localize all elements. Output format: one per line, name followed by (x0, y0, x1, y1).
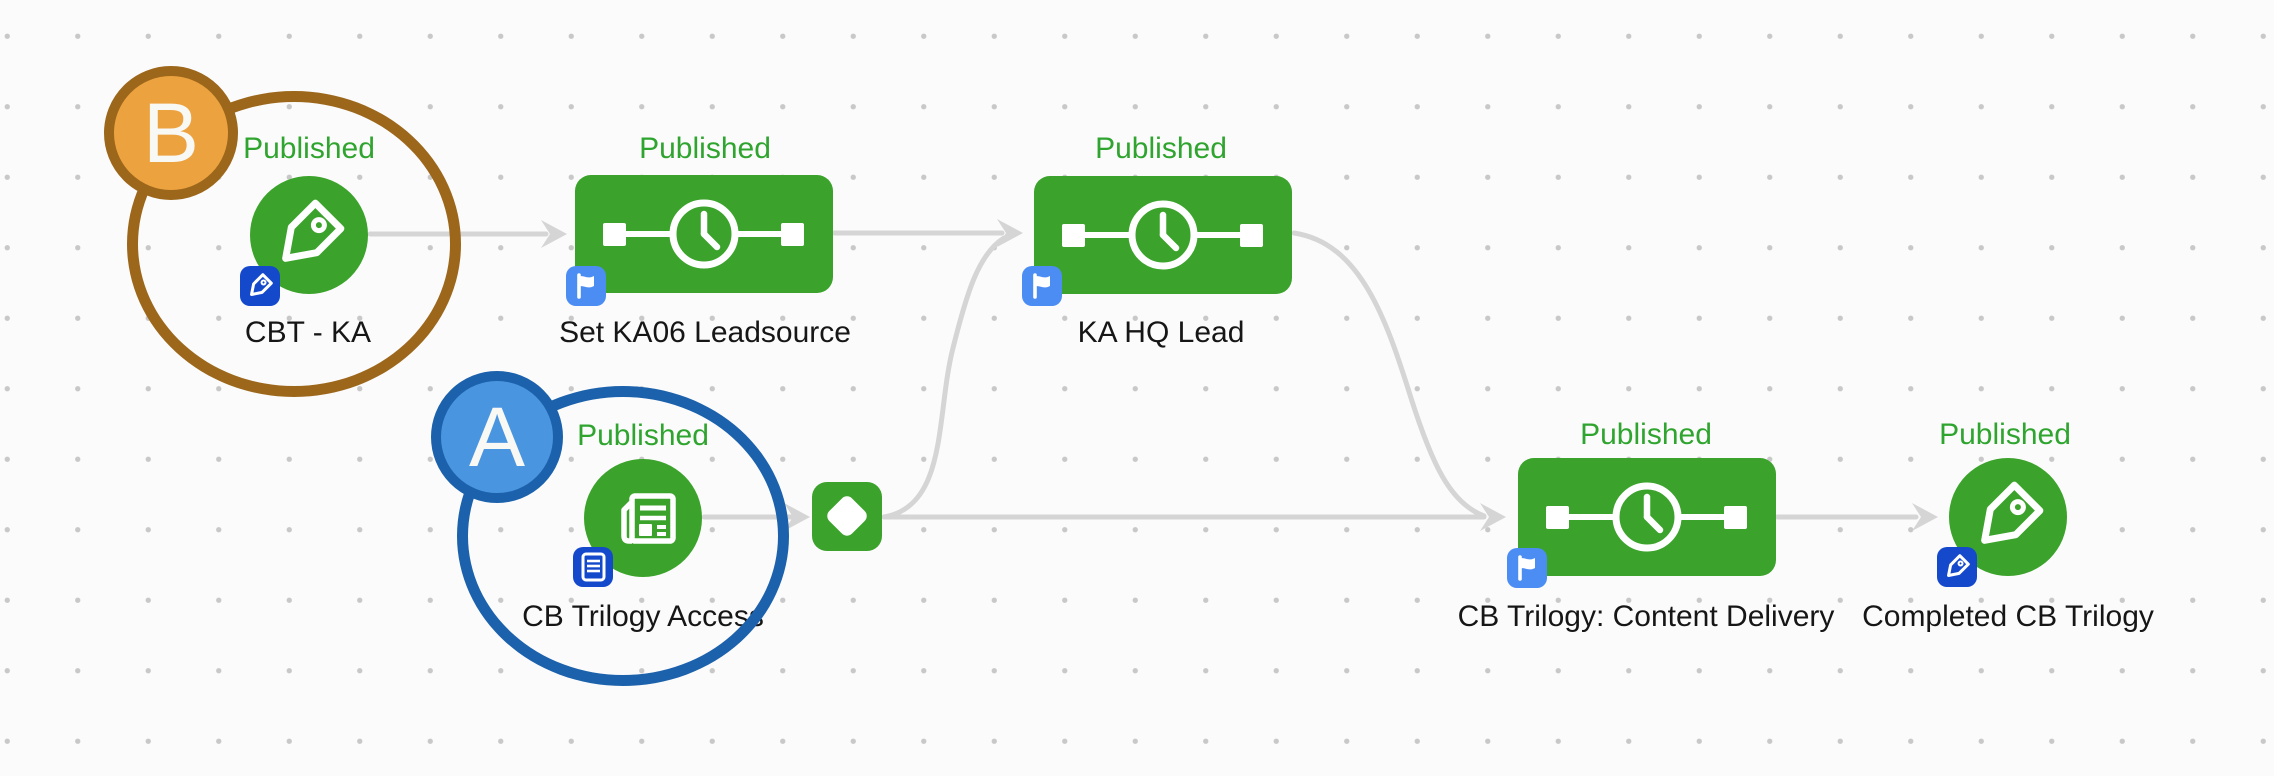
connector-arrowhead (541, 220, 567, 248)
node-label[interactable]: CBT - KA (244, 316, 372, 349)
flag-badge (566, 266, 606, 306)
flag-badge (1022, 266, 1062, 306)
tag-icon (250, 273, 273, 296)
newspaper-icon (621, 493, 676, 544)
connector-arrowhead (784, 503, 810, 531)
document-icon (581, 552, 606, 582)
node-sequence-cb-trilogy-content-delivery[interactable] (1518, 458, 1776, 576)
connector-curve (1291, 230, 1487, 519)
tag-icon (282, 199, 345, 262)
published-status: Published (639, 132, 771, 165)
tag-icon (1981, 481, 2044, 544)
published-status: Published (1580, 418, 1712, 451)
connector-arrowhead (1912, 503, 1938, 531)
node-sequence-set-ka06-leadsource[interactable] (575, 175, 833, 293)
node-decision-diamond[interactable] (812, 482, 882, 551)
flag-badge (1507, 548, 1547, 588)
published-status: Published (1095, 132, 1227, 165)
timer-sequence-icon (1062, 200, 1263, 270)
node-label[interactable]: CB Trilogy Access (522, 600, 764, 633)
diamond-icon (824, 493, 870, 539)
flag-icon (1518, 555, 1535, 581)
node-label[interactable]: KA HQ Lead (1077, 316, 1245, 349)
document-badge (573, 547, 613, 587)
connector-curve (881, 235, 1007, 520)
node-sequence-ka-hq-lead[interactable] (1034, 176, 1292, 294)
annotation-badge-a: A (431, 371, 563, 503)
connector-arrowhead (1480, 503, 1506, 531)
annotation-letter: A (468, 390, 526, 484)
flag-icon (1033, 273, 1050, 299)
tag-badge (240, 266, 280, 306)
published-status: Published (577, 419, 709, 452)
flag-icon (577, 273, 594, 299)
tag-icon (1947, 554, 1970, 577)
annotation-badge-b: B (104, 66, 238, 200)
tag-badge (1937, 547, 1977, 587)
published-status: Published (1939, 418, 2071, 451)
node-label[interactable]: Set KA06 Leadsource (559, 316, 851, 349)
published-status: Published (243, 132, 375, 165)
timer-sequence-icon (603, 199, 804, 269)
timer-sequence-icon (1546, 482, 1747, 552)
node-label[interactable]: Completed CB Trilogy (1862, 600, 2154, 633)
connector-arrowhead (997, 219, 1023, 247)
node-label[interactable]: CB Trilogy: Content Delivery (1457, 600, 1835, 633)
annotation-letter: B (142, 86, 200, 180)
